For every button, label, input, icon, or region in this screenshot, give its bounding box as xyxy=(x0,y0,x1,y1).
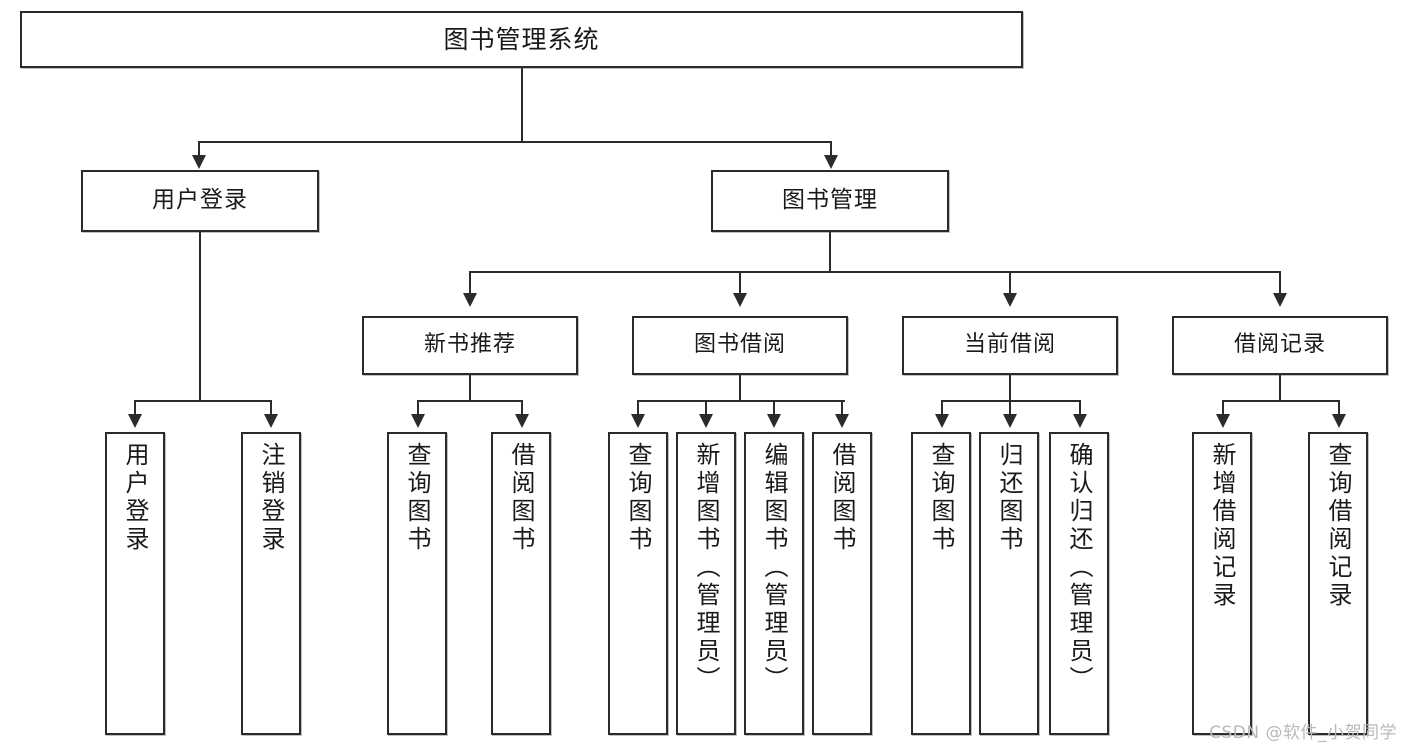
node-book-management[interactable]: 图书管理 xyxy=(711,170,949,232)
connector-drop-nb-1 xyxy=(417,400,419,416)
leaf-label: 查询图书 xyxy=(624,442,652,554)
arrow-to-leaf-borrow-book-2 xyxy=(835,414,849,428)
connector-drop-nb-2 xyxy=(521,400,523,416)
leaf-label: 查询图书 xyxy=(403,442,431,554)
connector-drop-bb-3 xyxy=(773,400,775,416)
connector-drop-leaf-user-login xyxy=(134,400,136,416)
leaf-label: 归还图书 xyxy=(995,442,1023,554)
leaf-label: 注销登录 xyxy=(257,442,285,554)
leaf-return-book[interactable]: 归还图书 xyxy=(979,432,1039,735)
leaf-query-borrow-record[interactable]: 查询借阅记录 xyxy=(1308,432,1368,735)
leaf-label: 新增借阅记录 xyxy=(1208,442,1236,610)
connector-drop-current-borrow xyxy=(1009,271,1011,295)
connector-drop-new-book xyxy=(469,271,471,295)
connector-level3-bus xyxy=(469,271,1281,273)
node-root-book-management-system[interactable]: 图书管理系统 xyxy=(20,11,1023,68)
node-label: 当前借阅 xyxy=(963,332,1056,358)
connector-drop-cb-3 xyxy=(1079,400,1081,416)
node-label: 用户登录 xyxy=(152,187,248,214)
node-current-borrow[interactable]: 当前借阅 xyxy=(902,316,1118,375)
leaf-edit-book-admin[interactable]: 编辑图书（管理员） xyxy=(744,432,804,735)
leaf-user-login[interactable]: 用户登录 xyxy=(105,432,165,735)
node-book-borrow[interactable]: 图书借阅 xyxy=(632,316,848,375)
arrow-to-leaf-query-book-3 xyxy=(935,414,949,428)
node-label: 新书推荐 xyxy=(423,332,516,358)
arrow-to-leaf-add-book-admin xyxy=(699,414,713,428)
arrow-to-leaf-query-book-1 xyxy=(411,414,425,428)
leaf-confirm-return-admin[interactable]: 确认归还（管理员） xyxy=(1049,432,1109,735)
connector-book-manage-stem xyxy=(829,232,831,272)
node-borrow-record[interactable]: 借阅记录 xyxy=(1172,316,1388,375)
watermark-csdn: CSDN @软件_小贺同学 xyxy=(1209,723,1397,743)
node-label: 借阅记录 xyxy=(1233,332,1326,358)
connector-drop-user-login xyxy=(198,141,200,157)
connector-drop-br-1 xyxy=(1222,400,1224,416)
leaf-borrow-book-new-recommend[interactable]: 借阅图书 xyxy=(491,432,551,735)
arrow-to-borrow-record xyxy=(1273,293,1287,307)
arrow-to-leaf-query-borrow-record xyxy=(1332,414,1346,428)
connector-drop-bb-4 xyxy=(841,400,843,416)
leaf-logout-login[interactable]: 注销登录 xyxy=(241,432,301,735)
arrow-to-book-borrow xyxy=(733,293,747,307)
connector-drop-book-manage xyxy=(830,141,832,157)
leaf-query-book-borrow[interactable]: 查询图书 xyxy=(608,432,668,735)
arrow-to-leaf-logout-login xyxy=(264,414,278,428)
node-label: 图书管理系统 xyxy=(443,24,600,54)
arrow-to-leaf-add-borrow-record xyxy=(1216,414,1230,428)
arrow-to-leaf-confirm-return-admin xyxy=(1073,414,1087,428)
connector-current-borrow-bus xyxy=(941,400,1081,402)
leaf-label: 查询借阅记录 xyxy=(1324,442,1352,610)
node-label: 图书管理 xyxy=(782,187,878,214)
leaf-query-book-new-recommend[interactable]: 查询图书 xyxy=(387,432,447,735)
leaf-label: 查询图书 xyxy=(927,442,955,554)
arrow-to-leaf-borrow-book-1 xyxy=(515,414,529,428)
connector-drop-cb-2 xyxy=(1009,400,1011,416)
leaf-borrow-book[interactable]: 借阅图书 xyxy=(812,432,872,735)
arrow-to-book-manage xyxy=(824,155,838,169)
connector-borrow-record-stem xyxy=(1279,375,1281,402)
connector-borrow-record-bus xyxy=(1222,400,1340,402)
connector-drop-bb-2 xyxy=(705,400,707,416)
connector-drop-leaf-logout-login xyxy=(270,400,272,416)
leaf-label: 借阅图书 xyxy=(507,442,535,554)
leaf-label: 借阅图书 xyxy=(828,442,856,554)
connector-user-login-stem xyxy=(199,232,201,402)
leaf-label: 用户登录 xyxy=(121,442,149,554)
connector-book-borrow-stem xyxy=(739,375,741,402)
arrow-to-new-book-recommend xyxy=(463,293,477,307)
leaf-label: 编辑图书（管理员） xyxy=(760,442,788,694)
leaf-label: 确认归还（管理员） xyxy=(1065,442,1093,694)
connector-drop-book-borrow xyxy=(739,271,741,295)
connector-book-borrow-bus xyxy=(637,400,845,402)
node-label: 图书借阅 xyxy=(693,332,786,358)
arrow-to-leaf-query-book-2 xyxy=(631,414,645,428)
connector-new-book-stem xyxy=(469,375,471,402)
leaf-label: 新增图书（管理员） xyxy=(692,442,720,694)
node-new-book-recommend[interactable]: 新书推荐 xyxy=(362,316,578,375)
arrow-to-leaf-edit-book-admin xyxy=(767,414,781,428)
connector-user-login-bus xyxy=(134,400,271,402)
connector-root-stem xyxy=(521,68,523,142)
connector-drop-bb-1 xyxy=(637,400,639,416)
connector-new-book-bus xyxy=(417,400,523,402)
arrow-to-leaf-return-book xyxy=(1003,414,1017,428)
node-user-login[interactable]: 用户登录 xyxy=(81,170,319,232)
connector-drop-cb-1 xyxy=(941,400,943,416)
connector-current-borrow-stem xyxy=(1009,375,1011,402)
arrow-to-current-borrow xyxy=(1003,293,1017,307)
arrow-to-user-login xyxy=(192,155,206,169)
connector-drop-borrow-record xyxy=(1279,271,1281,295)
arrow-to-leaf-user-login xyxy=(128,414,142,428)
leaf-add-book-admin[interactable]: 新增图书（管理员） xyxy=(676,432,736,735)
connector-level2-bus xyxy=(198,141,832,143)
connector-drop-br-2 xyxy=(1338,400,1340,416)
leaf-add-borrow-record[interactable]: 新增借阅记录 xyxy=(1192,432,1252,735)
leaf-query-book-current[interactable]: 查询图书 xyxy=(911,432,971,735)
